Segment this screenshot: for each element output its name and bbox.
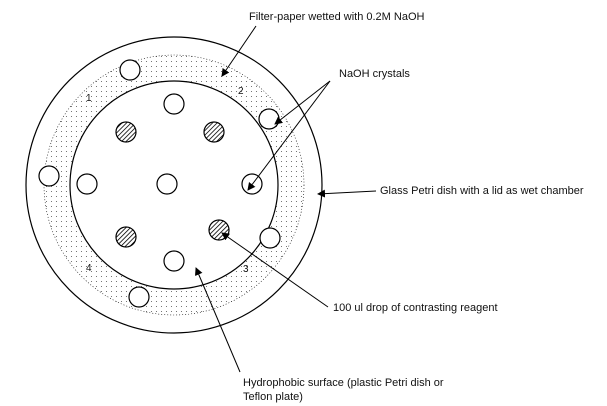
glass-dish-label: Glass Petri dish with a lid as wet chamb… [380,185,584,197]
hatched-circle-icon [115,121,137,143]
filter-paper-label: Filter-paper wetted with 0.2M NaOH [249,11,425,23]
filter-paper-arrow [221,25,257,77]
hatched-circle-icon [203,121,225,143]
empty-circle-icon [258,108,280,130]
empty-circle-icon [163,250,185,272]
hatched-circle-icon [208,219,230,241]
quadrant-label-2: 2 [238,86,244,97]
hatched-circle-icon [115,226,137,248]
naoh-crystals-group [38,59,281,308]
leader-lines [195,25,377,373]
empty-circle-icon [38,165,60,187]
drops-group [76,93,263,272]
naoh-crystal-arrow-2 [247,80,331,191]
quadrant-label-3: 3 [243,264,249,275]
empty-circle-icon [163,93,185,115]
quadrant-label-4: 4 [86,263,92,274]
empty-circle-icon [128,286,150,308]
hydrophobic-label-line2: Teflon plate) [243,391,303,403]
empty-circle-icon [156,173,178,195]
empty-circle-icon [259,227,281,249]
empty-circle-icon [76,173,98,195]
hydrophobic-arrow [195,267,241,373]
glass-dish-arrow [317,189,377,198]
drop-label: 100 ul drop of contrasting reagent [333,302,498,314]
hydrophobic-label-line1: Hydrophobic surface (plastic Petri dish … [243,377,444,389]
quadrant-label-1: 1 [86,93,92,104]
naoh-crystals-label: NaOH crystals [339,68,410,80]
empty-circle-icon [119,59,141,81]
naoh-crystal-arrow-1 [274,80,331,125]
drop-arrow [221,232,329,308]
